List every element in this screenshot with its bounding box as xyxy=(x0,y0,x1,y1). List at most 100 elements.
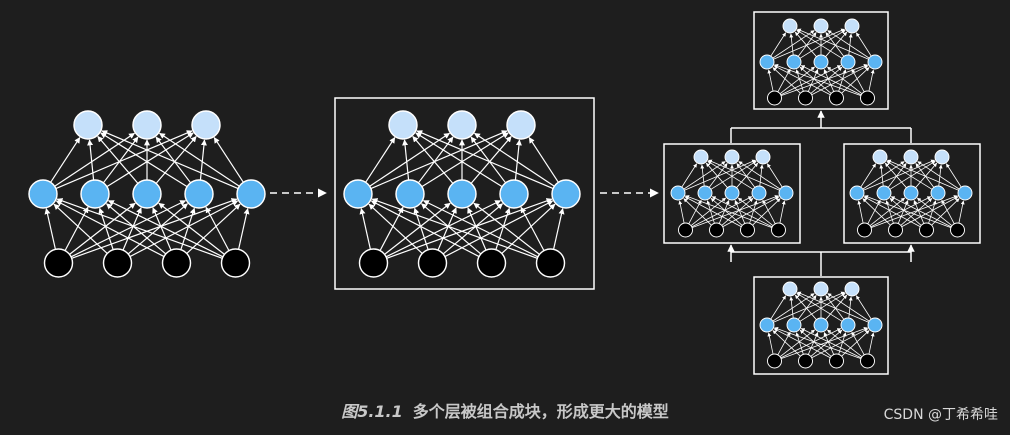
hidden-node xyxy=(840,317,856,333)
input-hidden-edge xyxy=(467,207,487,251)
hidden-node xyxy=(930,185,946,201)
output-node xyxy=(447,110,477,140)
hidden-output-edge xyxy=(55,130,193,190)
input-hidden-edge xyxy=(711,196,773,228)
input-node xyxy=(798,90,813,106)
hidden-output-edge xyxy=(827,30,870,59)
hidden-output-edge xyxy=(738,161,781,190)
model-block-right xyxy=(843,143,981,244)
hidden-output-edge xyxy=(213,137,244,183)
model-block-left xyxy=(663,143,801,244)
input-hidden-edge xyxy=(863,196,921,228)
input-hidden-edge xyxy=(800,65,862,96)
hidden-node xyxy=(751,185,767,201)
input-hidden-edge xyxy=(444,200,554,258)
input-hidden-edge xyxy=(889,197,922,226)
figure-label: 图5.1.1 xyxy=(341,402,403,421)
hidden-output-edge xyxy=(879,164,884,187)
input-node xyxy=(857,222,872,238)
input-node xyxy=(535,248,566,278)
input-hidden-edge xyxy=(56,198,223,259)
hidden-output-edge xyxy=(862,161,905,190)
input-hidden-edge xyxy=(734,200,746,224)
hidden-output-edge xyxy=(797,295,817,320)
input-hidden-edge xyxy=(420,203,482,255)
hidden-output-edge xyxy=(736,162,759,188)
hidden-output-edge xyxy=(708,163,728,188)
hidden-node xyxy=(28,179,58,209)
hidden-output-edge xyxy=(917,161,960,190)
hidden-output-edge xyxy=(700,164,705,187)
hidden-output-edge xyxy=(415,132,503,188)
input-hidden-edge xyxy=(823,68,835,92)
input-hidden-edge xyxy=(779,66,815,95)
hidden-output-edge xyxy=(766,163,783,188)
input-node xyxy=(476,248,507,278)
input-node xyxy=(860,353,875,369)
hidden-output-edge xyxy=(886,159,959,191)
input-hidden-edge xyxy=(70,200,187,258)
input-hidden-edge xyxy=(777,68,791,93)
input-hidden-edge xyxy=(186,203,241,254)
output-node xyxy=(782,18,798,34)
input-hidden-edge xyxy=(44,208,57,250)
hidden-output-edge xyxy=(794,31,817,57)
input-hidden-edge xyxy=(868,332,875,355)
input-hidden-edge xyxy=(69,202,136,255)
input-hidden-edge xyxy=(799,66,832,94)
input-hidden-edge xyxy=(127,203,189,255)
hidden-output-edge xyxy=(365,137,396,183)
input-hidden-edge xyxy=(857,200,864,224)
model-block-right-network xyxy=(849,149,973,238)
input-node xyxy=(417,248,448,278)
input-hidden-edge xyxy=(868,69,875,92)
input-node xyxy=(767,90,782,106)
model-block-bottom-network xyxy=(759,281,883,369)
output-node xyxy=(693,149,709,165)
hidden-output-edge xyxy=(886,160,933,190)
model-block-left-network xyxy=(670,149,794,238)
hidden-node xyxy=(759,54,775,70)
input-hidden-edge xyxy=(55,200,165,258)
input-node xyxy=(771,222,786,238)
input-hidden-edge xyxy=(180,207,196,250)
hidden-output-edge xyxy=(797,32,817,57)
hidden-node xyxy=(867,317,883,333)
input-hidden-edge xyxy=(129,200,239,258)
input-hidden-edge xyxy=(900,197,933,226)
hidden-output-edge xyxy=(100,132,188,188)
hidden-output-edge xyxy=(87,139,95,181)
hidden-output-edge xyxy=(155,135,197,184)
hidden-node xyxy=(903,185,919,201)
input-hidden-edge xyxy=(64,206,89,251)
hidden-output-edge xyxy=(417,136,454,184)
input-node xyxy=(860,90,875,106)
hidden-output-edge xyxy=(50,137,81,183)
hidden-output-edge xyxy=(683,161,726,190)
hidden-output-edge xyxy=(106,132,194,188)
hidden-output-edge xyxy=(155,136,192,184)
input-hidden-edge xyxy=(810,66,843,94)
input-hidden-edge xyxy=(913,200,925,224)
input-node xyxy=(798,353,813,369)
output-node xyxy=(73,110,103,140)
model-block-bottom xyxy=(753,276,889,375)
input-hidden-edge xyxy=(237,208,250,250)
hidden-output-edge xyxy=(789,296,794,319)
hidden-output-edge xyxy=(825,32,845,57)
input-hidden-edge xyxy=(777,331,791,356)
input-node xyxy=(102,248,133,278)
hidden-output-edge xyxy=(759,164,764,187)
input-hidden-edge xyxy=(722,196,780,228)
input-hidden-edge xyxy=(359,208,372,250)
input-hidden-edge xyxy=(827,329,863,358)
input-hidden-edge xyxy=(931,198,960,226)
hidden-node xyxy=(551,179,581,209)
hidden-output-edge xyxy=(825,31,848,57)
input-hidden-edge xyxy=(53,203,108,254)
input-hidden-edge xyxy=(688,199,702,224)
input-node xyxy=(740,222,755,238)
input-hidden-edge xyxy=(811,328,869,359)
hidden-output-edge xyxy=(848,33,853,56)
input-hidden-edge xyxy=(774,64,862,97)
